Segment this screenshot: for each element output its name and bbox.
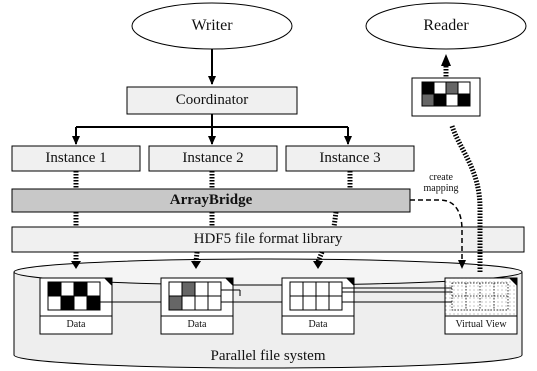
- coordinator-label: Coordinator: [175, 92, 249, 108]
- data-1-label: Data: [66, 319, 86, 330]
- reader-result: [411, 77, 481, 117]
- instance-bridge-links: [73, 171, 353, 188]
- reader-label: Reader: [423, 17, 469, 34]
- instance-3-label: Instance 3: [319, 150, 381, 166]
- create-mapping-arrow: [410, 199, 466, 269]
- filesystem-cylinder: [13, 258, 523, 369]
- data-2-label: Data: [187, 319, 207, 330]
- data-3-label: Data: [308, 319, 328, 330]
- coordinator-fanout: [72, 114, 352, 145]
- hdf5-data-links: [71, 251, 325, 269]
- reader-link: [441, 54, 483, 272]
- data-block-3: [281, 277, 355, 335]
- arraybridge-label: ArrayBridge: [169, 192, 253, 208]
- coordinator-box: [126, 86, 298, 115]
- create-label: create: [429, 172, 453, 183]
- data-block-1: [39, 277, 113, 335]
- writer-label: Writer: [191, 17, 233, 34]
- virtual-view-label: Virtual View: [455, 319, 507, 330]
- bridge-hdf5-links: [73, 211, 339, 228]
- reader-node: [365, 2, 527, 50]
- hdf5-bar: [11, 226, 525, 253]
- instance-1-label: Instance 1: [45, 150, 107, 166]
- data-links: [100, 287, 452, 303]
- instance-2-label: Instance 2: [182, 150, 244, 166]
- mapping-label: mapping: [423, 183, 459, 194]
- filesystem-label: Parallel file system: [210, 348, 326, 364]
- hdf5-label: HDF5 file format library: [193, 231, 343, 247]
- virtual-view-block: [444, 277, 518, 335]
- data-block-2: [160, 277, 234, 335]
